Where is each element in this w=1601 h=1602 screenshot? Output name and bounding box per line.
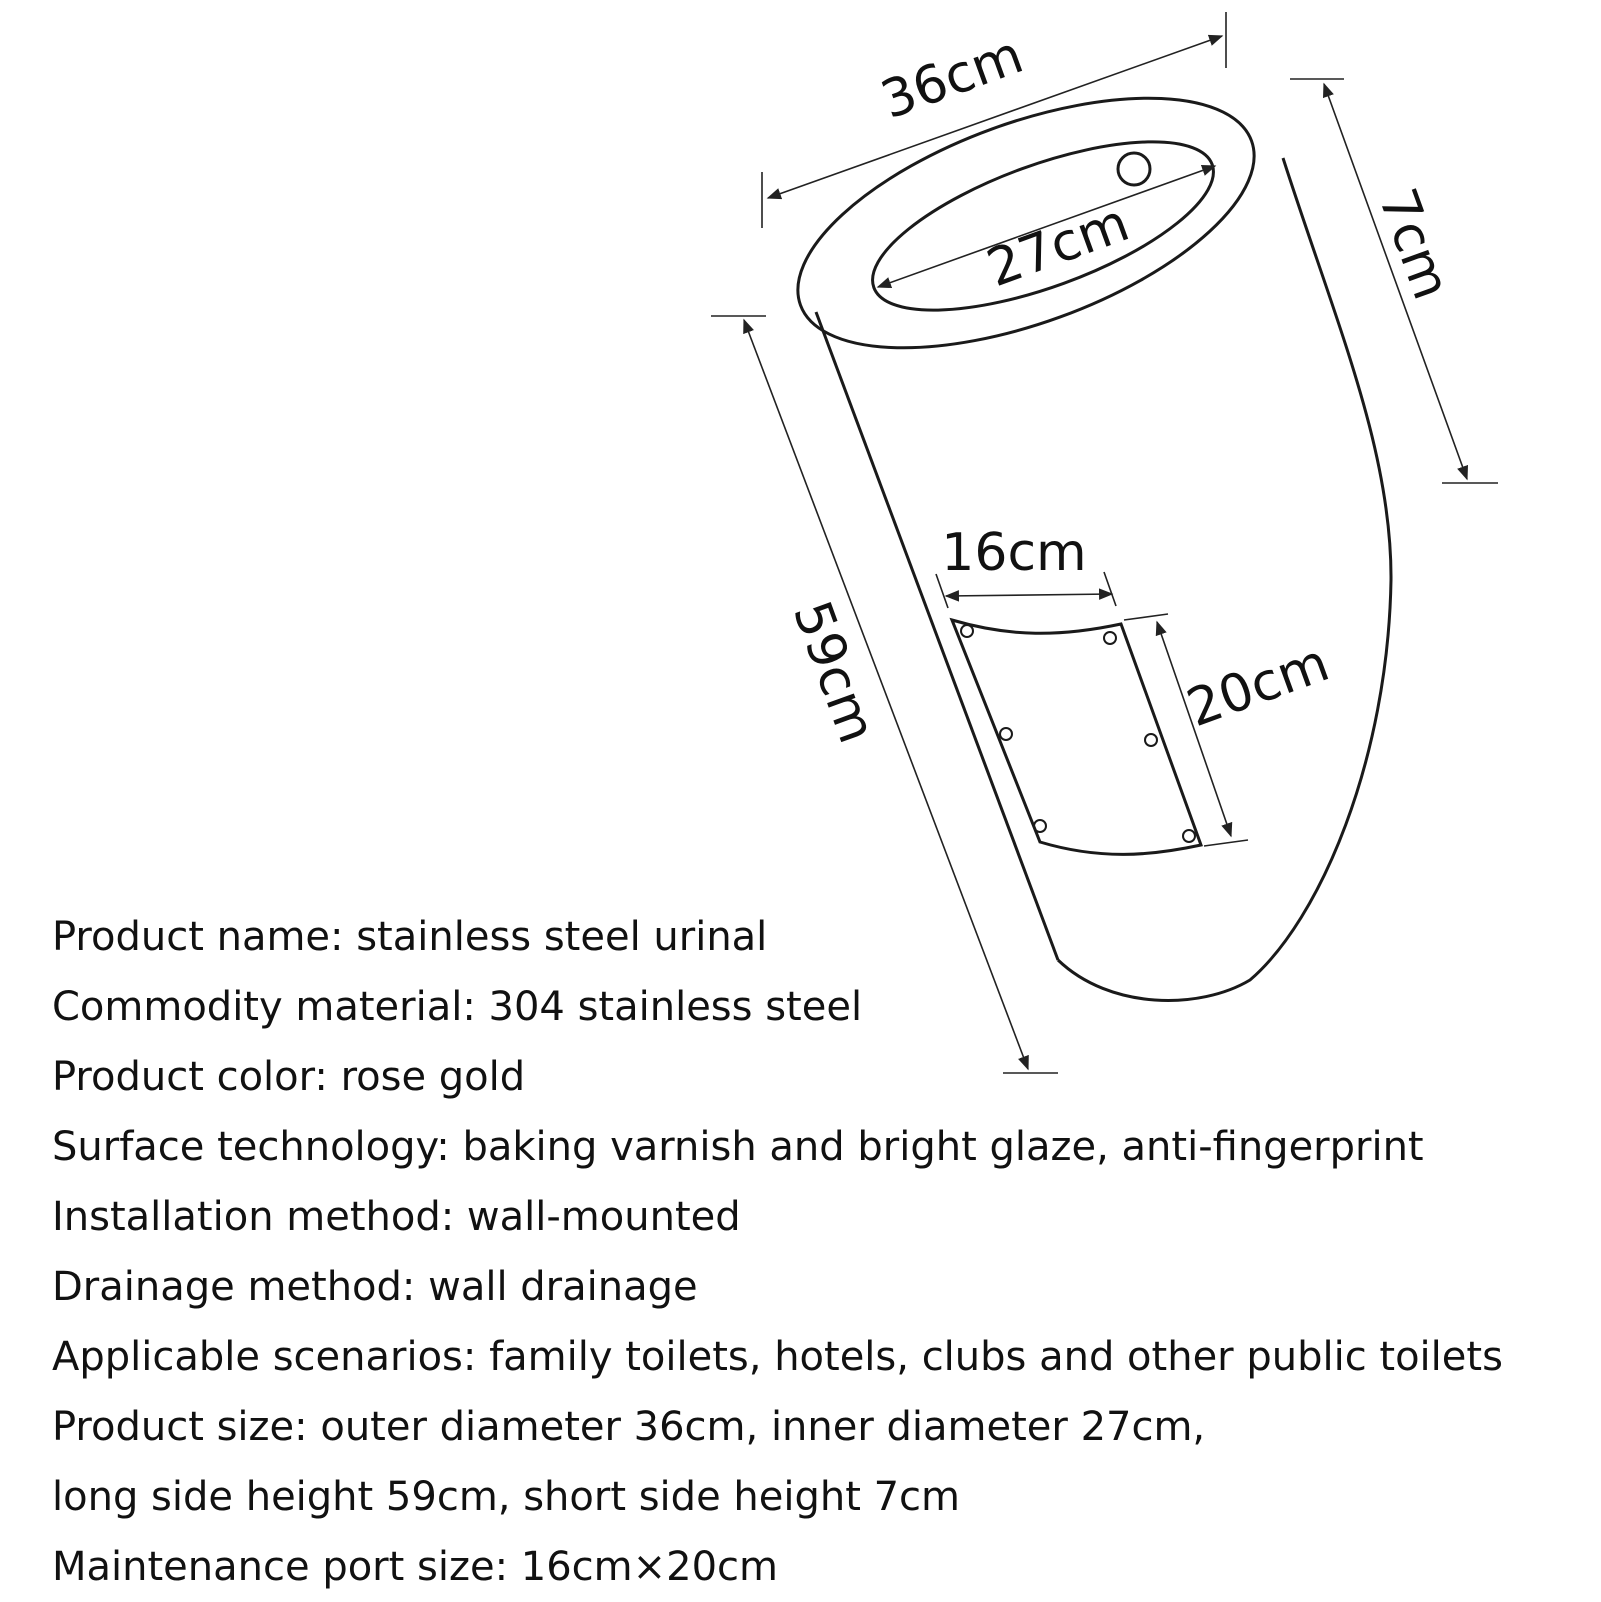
- short-side-line: [1322, 82, 1469, 481]
- screw: [1103, 631, 1117, 645]
- maintenance-port: [949, 617, 1203, 856]
- screw: [1144, 733, 1158, 747]
- drain-hole: [1116, 151, 1152, 187]
- screw: [999, 727, 1013, 741]
- screw: [1182, 829, 1196, 843]
- spec-installation-method: Installation method: wall-mounted: [52, 1194, 741, 1240]
- dimension-lines: [711, 12, 1498, 1074]
- spec-color: Product color: rose gold: [52, 1054, 526, 1100]
- spec-surface-technology: Surface technology: baking varnish and b…: [52, 1124, 1424, 1170]
- inner-diameter-label: 27cm: [980, 193, 1137, 299]
- spec-maintenance-port-size: Maintenance port size: 16cm×20cm: [52, 1544, 778, 1590]
- screw: [960, 624, 974, 638]
- outer-diameter-label: 36cm: [874, 25, 1031, 131]
- port-height-label: 20cm: [1180, 633, 1337, 739]
- screw: [1033, 819, 1047, 833]
- spec-material: Commodity material: 304 stainless steel: [52, 984, 863, 1030]
- port-width-label: 16cm: [941, 523, 1086, 583]
- spec-applicable-scenarios: Applicable scenarios: family toilets, ho…: [52, 1334, 1503, 1380]
- short-side-label: 7cm: [1367, 181, 1462, 307]
- outer-diameter-line: [766, 34, 1224, 200]
- spec-product-size-continued: long side height 59cm, short side height…: [52, 1474, 961, 1520]
- long-side-line: [743, 318, 1029, 1071]
- port-height-line: [1155, 620, 1233, 838]
- outer-rim: [796, 96, 1256, 350]
- spec-product-size: Product size: outer diameter 36cm, inner…: [52, 1404, 1206, 1450]
- port-width-line: [944, 588, 1114, 602]
- long-side-label: 59cm: [781, 594, 887, 751]
- spec-drainage-method: Drainage method: wall drainage: [52, 1264, 698, 1310]
- spec-product-name: Product name: stainless steel urinal: [52, 914, 768, 960]
- body-right-side: [1056, 157, 1393, 1002]
- port-outline: [949, 617, 1203, 856]
- inner-diameter-line: [876, 164, 1217, 289]
- product-spec-list: Product name: stainless steel urinal Com…: [52, 902, 1572, 1602]
